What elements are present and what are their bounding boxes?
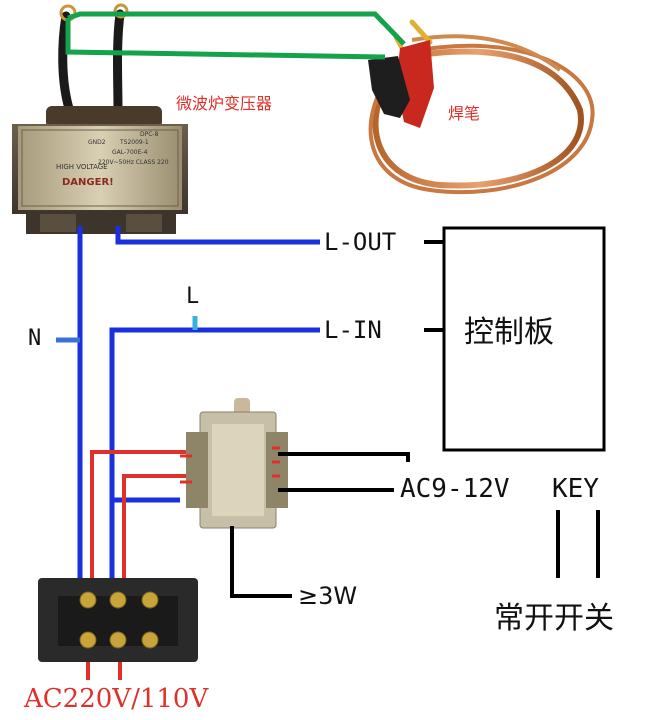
- l-out-label: L-OUT: [324, 228, 397, 256]
- control-board-box: [442, 226, 606, 452]
- pen-label: 焊笔: [448, 104, 481, 123]
- plate-line2: 220V~50Hz CLASS 220: [98, 159, 169, 166]
- l-label: L: [186, 284, 200, 309]
- plate-voltage: HIGH VOLTAGE: [56, 163, 108, 171]
- plate-line4: DPC-8: [140, 131, 159, 138]
- key-label: KEY: [552, 474, 599, 504]
- microwave-transformer: [12, 3, 188, 234]
- control-board-label: 控制板: [464, 315, 554, 350]
- plate-line3: TS2009-1: [120, 139, 149, 146]
- switch-label: 常开开关: [494, 601, 614, 636]
- wire-ac-1: [278, 452, 410, 462]
- pen-handle-black: [368, 56, 410, 118]
- ac-low-label: AC9-12V: [400, 474, 510, 504]
- pen-tip-1: [409, 19, 433, 45]
- plate-line5: GND2: [88, 139, 106, 146]
- lug-right: [113, 3, 129, 19]
- mains-label: AC220V/110V: [24, 684, 209, 714]
- copper-cable-1: [372, 48, 584, 189]
- power-label: ≥3W: [298, 582, 358, 610]
- winding-top: [46, 106, 162, 128]
- transformer-plate: [18, 126, 182, 210]
- n-label: N: [28, 326, 42, 351]
- wire-power: [230, 526, 292, 598]
- wire-l-out: [115, 226, 320, 245]
- red-wire-2: [122, 474, 186, 588]
- black-wires: [230, 240, 600, 598]
- plate-line1: GAL-700E-4: [112, 149, 148, 156]
- blue-wires: [77, 226, 320, 588]
- transformer-label: 微波炉变压器: [176, 94, 273, 113]
- small-transformer: [180, 398, 288, 529]
- welding-pen: [368, 19, 595, 195]
- green-wires: [65, 11, 406, 60]
- transformer-lead-left: [58, 11, 75, 117]
- plate-warning: DANGER!: [62, 177, 114, 188]
- terminal-block: [38, 578, 198, 662]
- transformer-lead-right: [113, 9, 125, 117]
- l-in-label: L-IN: [324, 316, 382, 344]
- red-wire-1: [90, 450, 192, 588]
